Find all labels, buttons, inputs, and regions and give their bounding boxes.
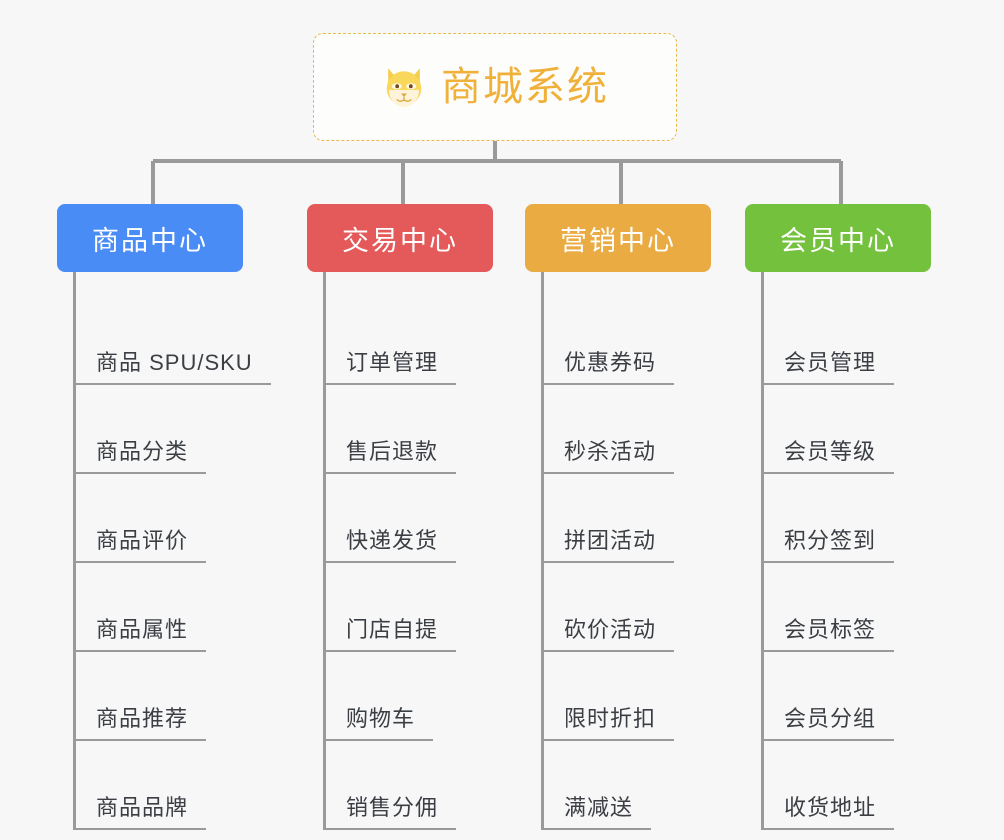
list-item[interactable]: 商品分类 bbox=[74, 385, 247, 474]
list-item[interactable]: 商品品牌 bbox=[74, 741, 247, 830]
category-header-2[interactable]: 营销中心 bbox=[525, 204, 711, 272]
leaf-label: 门店自提 bbox=[324, 612, 457, 652]
list-item[interactable]: 限时折扣 bbox=[542, 652, 715, 741]
leaf-label: 订单管理 bbox=[324, 345, 457, 385]
shiba-dog-icon bbox=[386, 68, 422, 108]
list-item[interactable]: 快递发货 bbox=[324, 474, 497, 563]
category-header-label-1: 交易中心 bbox=[342, 225, 458, 256]
list-item[interactable]: 会员标签 bbox=[762, 563, 935, 652]
list-item[interactable]: 优惠券码 bbox=[542, 296, 715, 385]
branch-column-2: 营销中心 优惠券码 秒杀活动 拼团活动 砍价活动 限时折扣 满减送 bbox=[525, 204, 715, 830]
leaf-label: 收货地址 bbox=[762, 790, 895, 830]
branch-column-3: 会员中心 会员管理 会员等级 积分签到 会员标签 会员分组 收货地址 bbox=[745, 204, 935, 830]
leaf-label: 会员分组 bbox=[762, 701, 895, 741]
branch-column-1: 交易中心 订单管理 售后退款 快递发货 门店自提 购物车 销售分佣 bbox=[307, 204, 497, 830]
category-header-0[interactable]: 商品中心 bbox=[57, 204, 243, 272]
list-item[interactable]: 拼团活动 bbox=[542, 474, 715, 563]
list-item[interactable]: 商品属性 bbox=[74, 563, 247, 652]
leaf-label: 售后退款 bbox=[324, 434, 457, 474]
list-item[interactable]: 秒杀活动 bbox=[542, 385, 715, 474]
leaf-label: 满减送 bbox=[542, 790, 652, 830]
list-item[interactable]: 会员管理 bbox=[762, 296, 935, 385]
leaf-label: 销售分佣 bbox=[324, 790, 457, 830]
leaf-label: 会员管理 bbox=[762, 345, 895, 385]
category-header-3[interactable]: 会员中心 bbox=[745, 204, 931, 272]
leaf-label: 商品 SPU/SKU bbox=[74, 345, 271, 385]
list-item[interactable]: 订单管理 bbox=[324, 296, 497, 385]
leaf-list-0: 商品 SPU/SKU 商品分类 商品评价 商品属性 商品推荐 商品品牌 bbox=[57, 272, 271, 830]
leaf-label: 商品推荐 bbox=[74, 701, 207, 741]
leaf-list-2: 优惠券码 秒杀活动 拼团活动 砍价活动 限时折扣 满减送 bbox=[525, 272, 715, 830]
leaf-label: 拼团活动 bbox=[542, 523, 675, 563]
list-item[interactable]: 收货地址 bbox=[762, 741, 935, 830]
leaf-list-3: 会员管理 会员等级 积分签到 会员标签 会员分组 收货地址 bbox=[745, 272, 935, 830]
leaf-label: 砍价活动 bbox=[542, 612, 675, 652]
leaf-label: 商品属性 bbox=[74, 612, 207, 652]
list-item[interactable]: 购物车 bbox=[324, 652, 497, 741]
list-item[interactable]: 会员分组 bbox=[762, 652, 935, 741]
branch-column-0: 商品中心 商品 SPU/SKU 商品分类 商品评价 商品属性 商品推荐 商品品牌 bbox=[57, 204, 271, 830]
category-header-label-0: 商品中心 bbox=[92, 225, 208, 256]
list-item[interactable]: 商品 SPU/SKU bbox=[74, 296, 271, 385]
list-item[interactable]: 会员等级 bbox=[762, 385, 935, 474]
category-header-label-3: 会员中心 bbox=[780, 225, 896, 256]
list-item[interactable]: 商品评价 bbox=[74, 474, 247, 563]
leaf-list-1: 订单管理 售后退款 快递发货 门店自提 购物车 销售分佣 bbox=[307, 272, 497, 830]
leaf-label: 秒杀活动 bbox=[542, 434, 675, 474]
list-item[interactable]: 砍价活动 bbox=[542, 563, 715, 652]
leaf-label: 积分签到 bbox=[762, 523, 895, 563]
page-title: 商城系统 bbox=[441, 65, 609, 109]
list-item[interactable]: 销售分佣 bbox=[324, 741, 497, 830]
leaf-label: 商品分类 bbox=[74, 434, 207, 474]
list-item[interactable]: 满减送 bbox=[542, 741, 715, 830]
leaf-label: 商品品牌 bbox=[74, 790, 207, 830]
leaf-label: 商品评价 bbox=[74, 523, 207, 563]
root-node[interactable]: 商城系统 bbox=[313, 33, 677, 141]
leaf-label: 快递发货 bbox=[324, 523, 457, 563]
leaf-label: 购物车 bbox=[324, 701, 434, 741]
leaf-label: 会员等级 bbox=[762, 434, 895, 474]
list-item[interactable]: 商品推荐 bbox=[74, 652, 247, 741]
category-header-1[interactable]: 交易中心 bbox=[307, 204, 493, 272]
list-item[interactable]: 积分签到 bbox=[762, 474, 935, 563]
leaf-label: 优惠券码 bbox=[542, 345, 675, 385]
list-item[interactable]: 售后退款 bbox=[324, 385, 497, 474]
list-item[interactable]: 门店自提 bbox=[324, 563, 497, 652]
leaf-label: 限时折扣 bbox=[542, 701, 675, 741]
category-header-label-2: 营销中心 bbox=[560, 225, 676, 256]
leaf-label: 会员标签 bbox=[762, 612, 895, 652]
